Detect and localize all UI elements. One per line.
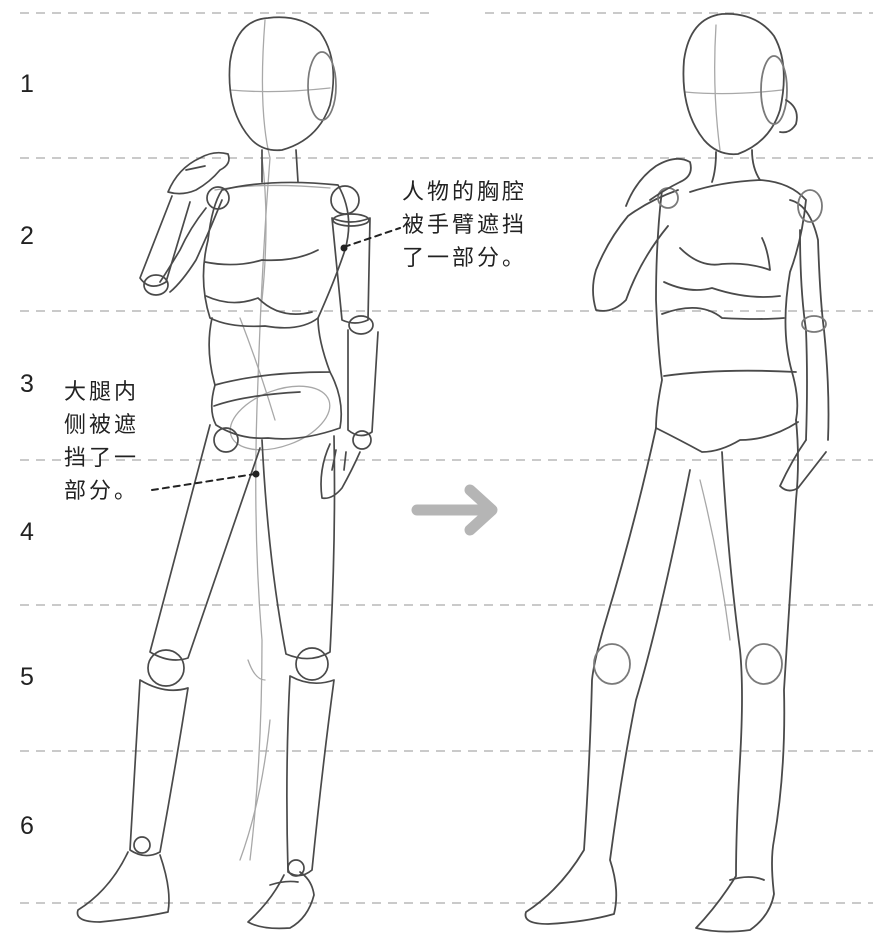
thigh-callout-leader [151,473,256,491]
mannequin-left-upper-arm [331,217,371,324]
refined-figure [524,13,830,933]
chest-note-line-2: 被手臂遮挡 [402,213,528,238]
row-number-4: 4 [20,518,34,546]
chest-occlusion-note: 人物的胸腔 被手臂遮挡 了一部分。 [402,176,527,275]
right-arrow-icon [411,484,498,536]
mannequin-left-forearm [347,329,379,437]
mannequin-figure [76,16,401,930]
refined-left-hand [779,439,827,492]
thigh-note-line-4: 部分。 [64,479,140,504]
mannequin-right-shin [129,679,189,857]
refined-torso [689,179,807,421]
refined-head [682,13,785,156]
proportion-guide-lines [20,12,873,904]
callout-leaders [151,227,401,491]
mannequin-left-foot [247,871,315,930]
row-number-1: 1 [20,70,34,98]
chest-callout-leader [343,227,401,248]
refined-right-hand [625,157,692,207]
chest-note-line-1: 人物的胸腔 [402,180,528,205]
thigh-note-line-3: 挡了一 [64,446,140,471]
row-number-2: 2 [20,222,34,250]
mannequin-construction-lines [214,19,331,861]
refined-left-arm [789,199,830,441]
row-number-3: 3 [20,370,34,398]
refined-right-leg [524,427,691,925]
refined-right-arm [592,189,679,312]
row-number-6: 6 [20,812,34,840]
mannequin-chest [202,181,350,329]
row-number-5: 5 [20,663,34,691]
mannequin-left-shin [286,675,335,877]
refined-outline [524,13,830,933]
thigh-note-line-2: 侧被遮 [64,413,140,438]
mannequin-right-hand [167,151,230,195]
refined-left-leg [695,419,799,933]
mannequin-right-forearm [139,195,191,287]
refined-construction-lines [684,24,783,641]
refined-pelvis [655,421,799,453]
mannequin-right-thigh [149,424,261,661]
mannequin-head [228,16,335,152]
mannequin-left-thigh [261,435,336,660]
thigh-note-line-1: 大腿内 [64,380,140,405]
chest-note-line-3: 了一部分。 [402,246,528,271]
mannequin-right-foot [76,851,170,923]
mannequin-outline [76,16,379,930]
mannequin-right-upper-arm [159,199,223,293]
thigh-occlusion-note: 大腿内 侧被遮 挡了一 部分。 [64,376,139,508]
mannequin-left-hand [320,443,361,500]
